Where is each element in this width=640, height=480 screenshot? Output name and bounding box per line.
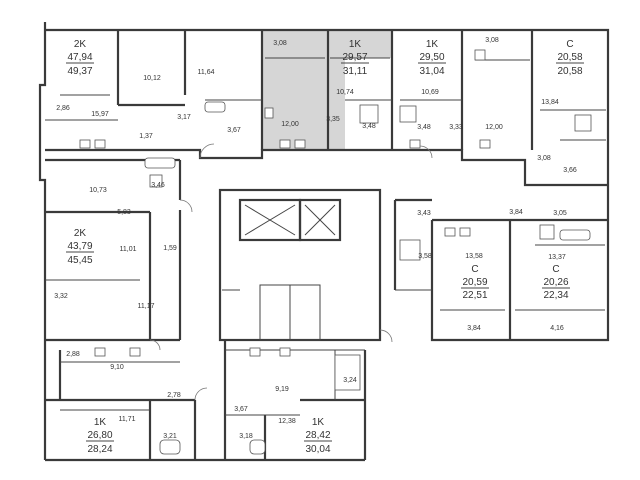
bathroom-fixtures: [79, 49, 592, 455]
room-area: 3,18: [239, 433, 253, 440]
apartment-living-area: 26,80: [87, 430, 112, 441]
room-area: 3,08: [485, 37, 499, 44]
apartment-type: 1K: [94, 417, 107, 428]
room-area: 11,01: [120, 246, 137, 253]
room-area: 11,71: [119, 416, 136, 423]
room-area: 12,00: [485, 124, 503, 131]
apartment-type: 1K: [426, 39, 439, 50]
room-area: 3,58: [418, 253, 432, 260]
room-area: 3,46: [151, 182, 165, 189]
apartment-total-area: 30,04: [305, 444, 330, 455]
apartment-label: C 20,59 22,51: [461, 264, 489, 301]
room-area: 2,78: [167, 392, 181, 399]
door-swings: [149, 143, 433, 401]
apartment-type: 2K: [74, 39, 87, 50]
room-area: 3,08: [537, 155, 551, 162]
apartment-label: 1K 28,42 30,04: [304, 417, 332, 455]
apartment-type: C: [566, 39, 573, 50]
room-area: 3,84: [467, 325, 481, 332]
room-area: 9,19: [275, 386, 289, 393]
room-area: 10,73: [89, 187, 107, 194]
room-area: 10,12: [143, 75, 161, 82]
room-area: 10,74: [336, 89, 354, 96]
room-area: 3,17: [177, 114, 191, 121]
highlighted-apartment-zone: [262, 30, 392, 150]
room-area: 2,86: [56, 105, 70, 112]
room-area: 12,00: [281, 121, 299, 128]
room-area: 3,67: [227, 127, 241, 134]
apartment-type: 2K: [74, 228, 87, 239]
apartment-label: 2K 43,79 45,45: [66, 228, 94, 266]
apartment-labels: 2K 47,94 49,37 1K 29,57 31,11 1K 29,50 3…: [66, 39, 584, 455]
room-area: 5,83: [117, 209, 131, 216]
room-area: 3,43: [417, 210, 431, 217]
room-area: 4,16: [550, 325, 564, 332]
room-area: 3,08: [273, 40, 287, 47]
room-area: 3,66: [563, 167, 577, 174]
room-area: 13,58: [465, 253, 483, 260]
room-area: 3,35: [326, 116, 340, 123]
apartment-type: C: [471, 264, 478, 275]
apartment-label: 2K 47,94 49,37: [66, 39, 94, 77]
apartment-living-area: 28,42: [305, 430, 330, 441]
apartment-living-area: 20,58: [557, 52, 582, 63]
apartment-label: 1K 26,80 28,24: [86, 417, 114, 455]
room-area: 12,38: [278, 418, 296, 425]
apartment-total-area: 22,51: [462, 290, 487, 301]
room-area: 3,05: [553, 210, 567, 217]
room-area: 9,10: [110, 364, 124, 371]
apartment-label: C 20,26 22,34: [542, 264, 570, 301]
room-area: 3,84: [509, 209, 523, 216]
apartment-total-area: 20,58: [557, 66, 582, 77]
room-area: 3,48: [417, 124, 431, 131]
apartment-label: 1K 29,50 31,04: [418, 39, 446, 77]
room-area: 3,21: [163, 433, 177, 440]
apartment-type: 1K: [349, 39, 362, 50]
apartment-total-area: 31,04: [419, 66, 444, 77]
apartment-total-area: 49,37: [67, 66, 92, 77]
room-area: 13,84: [541, 99, 559, 106]
room-area: 15,97: [91, 111, 109, 118]
apartment-total-area: 22,34: [543, 290, 568, 301]
room-area: 11,64: [198, 69, 215, 76]
apartment-living-area: 29,50: [419, 52, 444, 63]
room-area: 13,37: [548, 254, 566, 261]
apartment-total-area: 28,24: [87, 444, 112, 455]
apartment-label: C 20,58 20,58: [556, 39, 584, 77]
apartment-living-area: 20,26: [543, 277, 568, 288]
room-area: 3,67: [234, 406, 248, 413]
room-area: 3,24: [343, 377, 357, 384]
room-area: 2,88: [66, 351, 80, 358]
room-area: 3,32: [54, 293, 68, 300]
apartment-type: C: [552, 264, 559, 275]
apartment-total-area: 31,11: [343, 66, 368, 77]
room-area: 10,69: [421, 89, 439, 96]
room-area: 1,37: [139, 133, 153, 140]
apartment-label: 1K 29,57 31,11: [341, 39, 369, 77]
apartment-total-area: 45,45: [67, 255, 92, 266]
apartment-type: 1K: [312, 417, 325, 428]
room-area: 3,33: [449, 124, 463, 131]
apartment-living-area: 29,57: [342, 52, 367, 63]
apartment-living-area: 43,79: [67, 241, 92, 252]
room-area: 3,48: [362, 123, 376, 130]
room-area-labels: 3,08 10,12 11,64 2,86 15,97 1,37 3,17 3,…: [54, 37, 577, 440]
apartment-living-area: 20,59: [462, 277, 487, 288]
room-area: 11,17: [138, 303, 155, 310]
apartment-living-area: 47,94: [67, 52, 92, 63]
room-area: 1,59: [163, 245, 177, 252]
